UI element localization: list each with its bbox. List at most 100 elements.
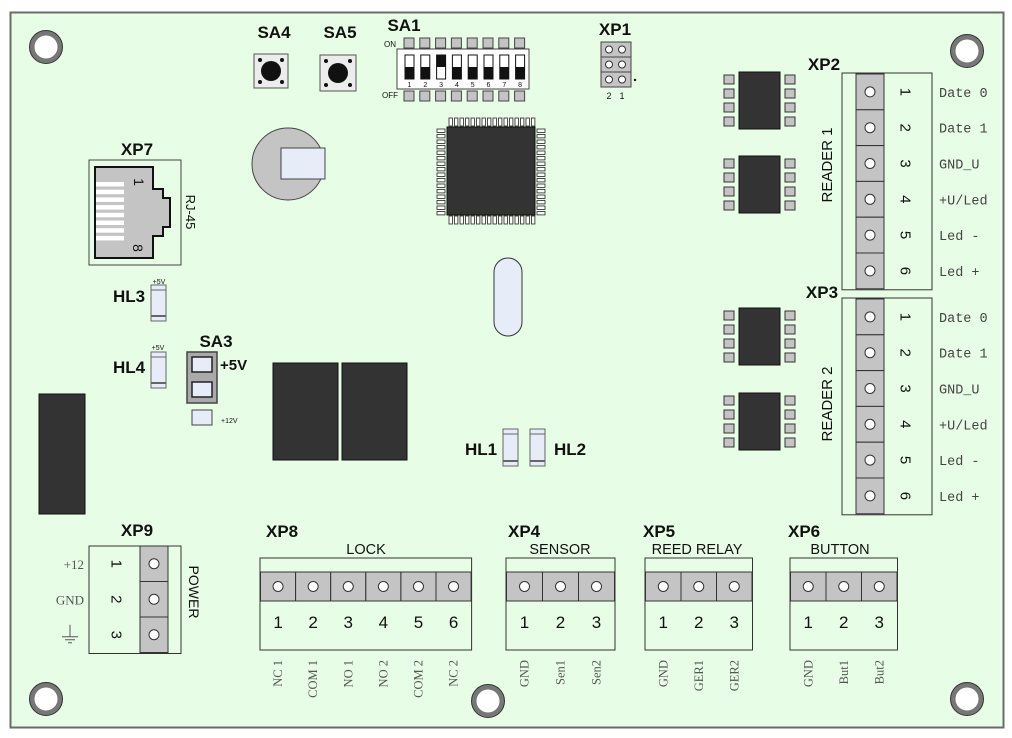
terminal-screw[interactable] [864,193,876,205]
mcu-pin [436,150,446,155]
xp1-pin [605,45,613,54]
sa1-switch-3[interactable]: 3 [436,54,447,89]
xp8-pin-1[interactable]: 1NC 1 [260,571,297,687]
terminal-screw[interactable] [864,265,876,277]
ground-icon [62,624,78,644]
terminal-screw[interactable] [272,581,284,592]
terminal-screw[interactable] [693,581,705,592]
xp5-group-label: REED RELAY [652,542,743,558]
microcontroller-chip [436,117,546,225]
terminal-screw[interactable] [838,581,850,592]
switch-number: 1 [408,82,412,89]
rj45-pin-first: 1 [131,178,147,186]
terminal-screw[interactable] [448,581,460,592]
terminal-screw[interactable] [864,347,876,359]
sa1-switch-4[interactable]: 4 [451,54,462,89]
pin-number: 1 [804,613,813,632]
sa1-top-pin [435,37,447,49]
pin-number: 3 [897,384,914,392]
pin-number: 4 [897,195,914,203]
sa1-switch-2[interactable]: 2 [420,54,431,89]
mounting-hole-edge [471,684,505,718]
terminal-screw[interactable] [864,229,876,241]
sa1-switch-7[interactable]: 7 [499,54,510,89]
sa5-push-button[interactable] [319,54,357,92]
terminal-screw[interactable] [148,629,160,641]
hl4-note: +5V [152,345,165,352]
mcu-pin [536,183,546,188]
sa4-push-button[interactable] [253,53,289,89]
terminal-screw[interactable] [307,581,319,592]
terminal-screw[interactable] [864,311,876,323]
terminal-screw[interactable] [864,454,876,466]
xp3-pin-4[interactable]: 4+U/Led [855,405,988,443]
mcu-pin [536,189,546,194]
mounting-hole-edge [29,30,63,64]
terminal-screw[interactable] [555,581,566,592]
xp1-pin [605,60,613,69]
terminal-screw[interactable] [728,581,740,592]
pin-number: 2 [308,613,317,632]
xp8-pin-6[interactable]: 6NC 2 [435,571,472,687]
terminal-screw[interactable] [864,490,876,502]
terminal-screw[interactable] [412,581,424,592]
sa1-switch-6[interactable]: 6 [483,54,494,89]
terminal-screw[interactable] [802,581,814,592]
xp9-pin-3[interactable]: 3 [62,616,169,653]
terminal-screw[interactable] [864,86,876,98]
xp5-outline [644,557,753,651]
terminal-screw[interactable] [148,558,160,570]
terminal-screw[interactable] [864,383,876,394]
xp9-pin-1[interactable]: 1+12 [64,545,169,582]
terminal-screw[interactable] [657,581,669,592]
terminal-screw[interactable] [864,122,876,134]
terminal-screw[interactable] [873,581,885,592]
xp7-rj45-connector[interactable]: 1 8 [88,159,182,266]
sa1-switch-8[interactable]: 8 [515,54,526,89]
sa1-switch-5[interactable]: 5 [467,54,478,89]
mounting-hole-edge [950,34,984,68]
terminal-screw[interactable] [148,593,160,605]
sa1-switch-1[interactable]: 1 [404,54,415,89]
pin-number: 3 [108,631,125,639]
pin-number: 4 [897,420,914,428]
switch-lever [468,67,478,79]
terminal-screw[interactable] [519,581,530,592]
terminal-screw[interactable] [377,581,389,592]
terminal-screw[interactable] [864,418,876,430]
pin-signal: Date 0 [939,87,988,102]
terminal-screw[interactable] [591,581,602,592]
mcu-pin [525,117,530,127]
terminal-screw[interactable] [864,158,876,169]
sa3-voltage-jumper[interactable] [186,351,218,426]
terminal-screw[interactable] [342,581,354,592]
